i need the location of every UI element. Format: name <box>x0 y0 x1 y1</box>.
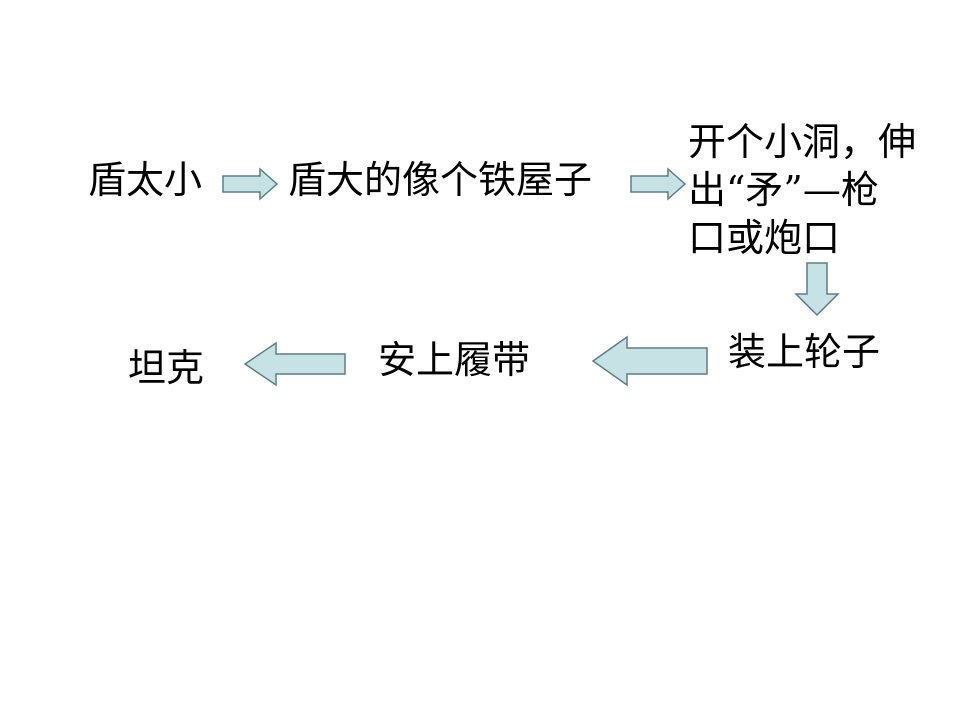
arrow-left-2 <box>243 341 346 387</box>
arrow-down <box>794 262 840 317</box>
step-tank: 坦克 <box>128 346 205 390</box>
arrow-right-1-shape <box>222 167 279 201</box>
arrow-left-1 <box>591 335 708 387</box>
arrow-left-1-shape <box>591 335 708 387</box>
arrow-right-2 <box>630 167 687 201</box>
step-add-tracks: 安上履带 <box>378 338 531 382</box>
arrow-right-2-shape <box>630 167 687 201</box>
step-open-hole-line-1: 开个小洞，伸 <box>688 120 917 164</box>
arrow-left-2-shape <box>243 341 346 387</box>
step-open-hole-gun-port: 开个小洞，伸 出“矛”—枪 口或炮口 <box>688 118 916 262</box>
arrow-right-1 <box>222 167 279 201</box>
step-shield-like-iron-house: 盾大的像个铁屋子 <box>288 158 593 202</box>
step-open-hole-line-3: 口或炮口 <box>688 216 841 260</box>
step-shield-too-small: 盾太小 <box>88 158 203 202</box>
step-open-hole-line-2: 出“矛”—枪 <box>688 168 879 212</box>
arrow-down-shape <box>794 262 840 317</box>
step-add-wheels: 装上轮子 <box>728 330 881 374</box>
